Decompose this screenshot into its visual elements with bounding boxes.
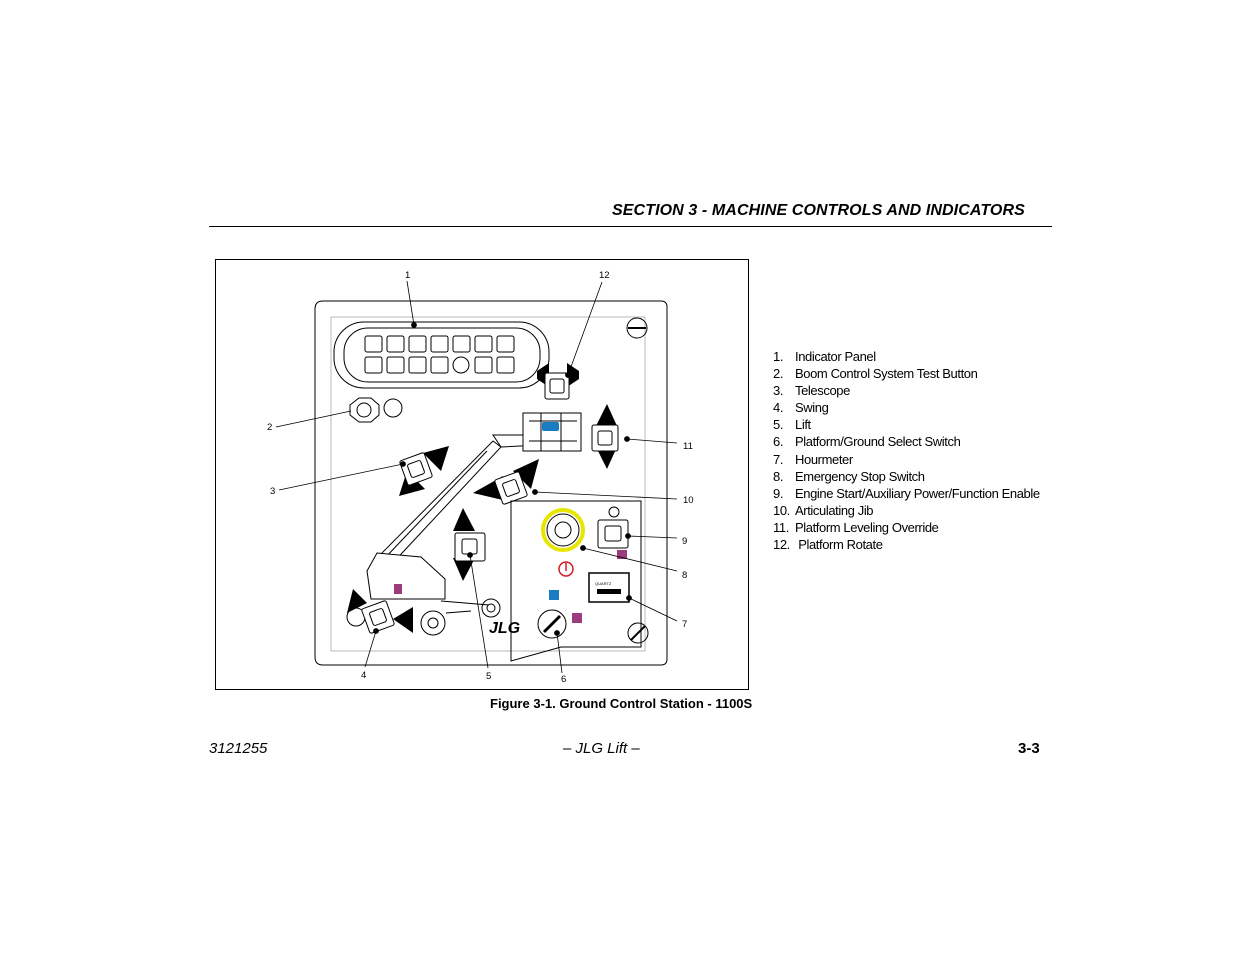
arrow-icon: [453, 508, 475, 531]
arrow-icon: [513, 459, 539, 489]
key-select-switch: [537, 609, 567, 639]
screw-icon: [626, 317, 648, 339]
figure-caption: Figure 3-1. Ground Control Station - 110…: [490, 696, 753, 711]
toggle-switches: [361, 372, 619, 634]
callout-2: 2: [267, 422, 272, 433]
callout-leaders: [275, 280, 678, 674]
indicator-blue: [549, 590, 559, 600]
callout-12: 12: [599, 270, 610, 281]
arrow-icon: [393, 607, 413, 633]
callout-8: 8: [682, 570, 687, 581]
callout-3: 3: [270, 486, 275, 497]
platform-indicator-blue: [542, 422, 559, 431]
callout-7: 7: [682, 619, 687, 630]
indicator-purple: [572, 613, 582, 623]
arrow-icon: [347, 589, 367, 613]
panel-outline: [314, 300, 668, 666]
panel-inner-outline: [330, 316, 646, 652]
legend-item: 10.Articulating Jib: [773, 502, 874, 518]
svg-text:QUARTZ: QUARTZ: [595, 581, 612, 586]
page-number: 3-3: [1018, 740, 1040, 757]
engine-start-switch: [597, 506, 629, 549]
callout-5: 5: [486, 671, 491, 682]
power-icon: [558, 561, 574, 577]
section-divider: [209, 226, 1052, 227]
legend-item: 12. Platform Rotate: [773, 537, 883, 553]
jlg-logo: JLG: [489, 620, 520, 637]
arrow-icon: [423, 446, 449, 471]
callout-1: 1: [405, 270, 410, 281]
callout-4: 4: [361, 670, 366, 681]
chassis-indicator-purple: [394, 584, 402, 594]
legend-item: 7.Hourmeter: [773, 451, 853, 467]
legend-item: 9.Engine Start/Auxiliary Power/Function …: [773, 485, 1040, 501]
callout-10: 10: [683, 495, 694, 506]
indicator-purple: [617, 550, 627, 559]
hourmeter: QUARTZ: [588, 572, 630, 603]
control-subpanel: [510, 500, 642, 662]
footer-title: – JLG Lift –: [563, 740, 640, 757]
legend-item: 11.Platform Leveling Override: [773, 519, 939, 535]
section-title: SECTION 3 - MACHINE CONTROLS AND INDICAT…: [612, 202, 1025, 219]
callout-11: 11: [683, 441, 693, 452]
arrow-icon: [596, 404, 617, 426]
legend-item: 6.Platform/Ground Select Switch: [773, 434, 961, 450]
legend-item: 5.Lift: [773, 417, 811, 433]
legend-item: 8.Emergency Stop Switch: [773, 468, 925, 484]
legend-item: 2.Boom Control System Test Button: [773, 366, 978, 382]
legend-item: 4.Swing: [773, 400, 829, 416]
indicator-panel: [333, 321, 550, 389]
aerial-lift-illustration: [346, 412, 582, 636]
boom-test-button: [349, 397, 403, 423]
legend-item: 1.Indicator Panel: [773, 349, 876, 364]
callout-6: 6: [561, 674, 566, 685]
legend-item: 3.Telescope: [773, 383, 850, 399]
screw-icon: [627, 622, 649, 644]
figure-legend: 1.Indicator Panel 2.Boom Control System …: [773, 348, 1040, 553]
arrow-icon: [596, 447, 617, 469]
emergency-stop-switch: [541, 508, 585, 552]
callout-9: 9: [682, 536, 687, 547]
arrow-icon: [453, 558, 475, 581]
figure-frame: QUARTZ JLG 1 2 3 4 5 6: [215, 259, 749, 690]
ground-control-station-drawing: QUARTZ JLG 1 2 3 4 5 6: [267, 270, 694, 685]
document-number: 3121255: [209, 740, 268, 757]
